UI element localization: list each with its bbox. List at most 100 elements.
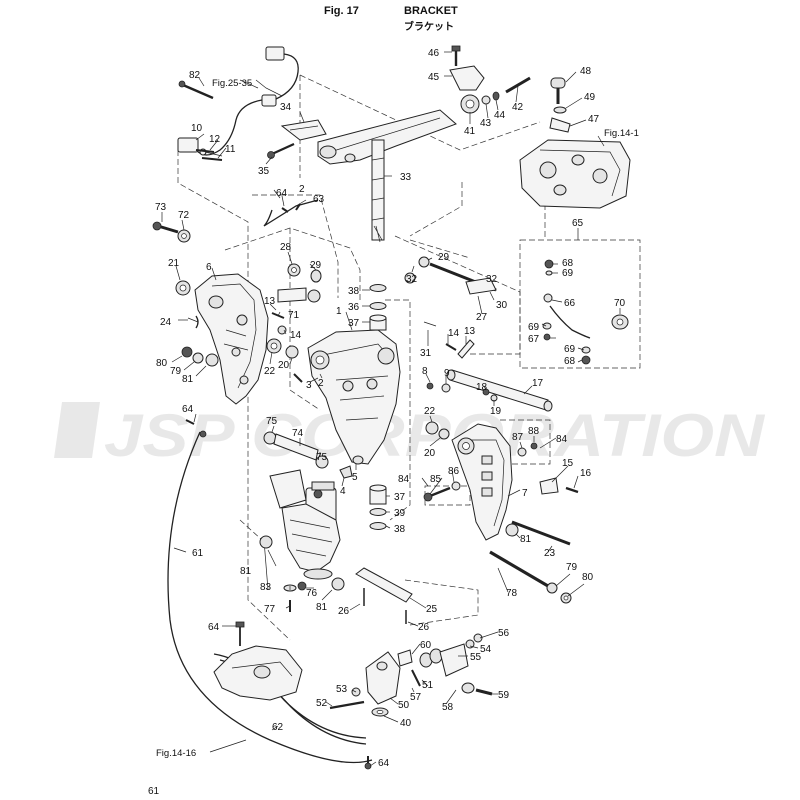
callout-81d: 81 [316,602,328,613]
callout-66: 66 [564,298,576,309]
callout-13: 13 [264,296,276,307]
rod-78-washers-79-80 [489,550,572,604]
tilt-lock-parts [449,45,531,114]
callout-84: 84 [556,434,568,445]
clip-15-bolt-16 [539,477,579,495]
bolt-64-bottom [364,756,372,770]
callout-67: 67 [528,334,540,345]
callout-68b: 68 [564,356,576,367]
pins-13-14-31 [423,321,475,359]
screws-11-12 [195,149,223,161]
bolt-35 [267,142,295,159]
callout-11: 11 [225,144,236,155]
callout-73: 73 [155,202,167,213]
callout-25: 25 [426,604,438,615]
callout-8: 8 [422,366,428,377]
callout-70: 70 [614,298,626,309]
trim-parts-2-63-64 [263,199,319,227]
callout-30: 30 [496,300,508,311]
callout-75: 75 [266,416,278,427]
mount-bracket-fig14-1 [519,139,631,209]
callout-55: 55 [470,652,482,663]
bushings-37-38-39-lower [369,484,387,530]
callout-28: 28 [280,242,292,253]
washers-20-22-right [425,421,450,440]
callout-33: 33 [400,172,412,183]
cable-61 [167,419,373,764]
callout-79: 79 [170,366,182,377]
callout-49: 49 [584,92,596,103]
figure-references: Fig.25-35 Fig.14-1 Fig.14-16 [156,78,639,759]
callout-57: 57 [410,692,422,703]
callout-48: 48 [580,66,592,77]
leader-lines [161,51,621,767]
bushing-21 [175,280,191,296]
callout-64d: 64 [378,758,390,769]
callout-88: 88 [528,426,540,437]
callout-51: 51 [422,680,434,691]
callout-44: 44 [494,110,506,121]
callout-24: 24 [160,317,172,328]
parts-8-9 [426,382,451,393]
bushings-74-75 [263,431,329,469]
callout-26b: 26 [418,622,430,633]
callout-63: 63 [313,194,325,205]
callout-5: 5 [352,472,358,483]
callout-38: 38 [348,286,360,297]
callout-29b: 29 [438,252,450,263]
callout-65: 65 [572,218,584,229]
figure-title: BRACKET [404,5,458,17]
callout-22: 22 [264,366,276,377]
callout-87: 87 [512,432,524,443]
callout-34: 34 [280,102,292,113]
callout-71: 71 [288,310,300,321]
callout-23: 23 [544,548,556,559]
callout-77: 77 [264,604,276,615]
callout-35: 35 [258,166,270,177]
callout-38b: 38 [394,524,406,535]
callout-15: 15 [562,458,574,469]
callout-22b: 22 [424,406,436,417]
power-trim-tilt-unit [263,469,341,591]
callout-61: 61 [192,548,204,559]
bushings-36-37-38-upper [369,284,387,331]
callout-31: 31 [420,348,432,359]
callout-20b: 20 [424,448,436,459]
tilt-tube-17 [446,369,553,412]
callout-10: 10 [191,123,203,134]
callout-45: 45 [428,72,440,83]
callout-labels: 82 10 12 11 34 35 33 64 2 63 73 72 28 29… [155,48,626,769]
callout-26: 26 [338,606,350,617]
watermark-logo: JSP CORPORATION [54,402,766,469]
callout-6: 6 [206,262,212,273]
callout-4: 4 [340,486,346,497]
stern-bracket-left-6 [194,273,269,405]
callout-7: 7 [522,488,528,499]
stern-bracket-right-7 [451,423,513,541]
callout-82: 82 [189,70,201,81]
callout-69: 69 [562,268,574,279]
callout-80: 80 [156,358,168,369]
callout-80b: 80 [582,572,594,583]
washers-20-22-left [266,338,303,383]
callout-42: 42 [512,102,524,113]
figure-number: Fig. 17 [324,5,359,17]
callout-79b: 79 [566,562,578,573]
callout-64: 64 [276,188,288,199]
callout-9: 9 [444,368,450,379]
callout-39: 39 [394,508,406,519]
ref-fig14-1: Fig.14-1 [604,128,639,139]
figure-subtitle: ブラケット [404,22,454,33]
callout-37b: 37 [394,492,406,503]
bushings-79-80-81 [181,346,219,367]
callout-69c: 69 [564,344,576,355]
callout-53: 53 [336,684,348,695]
ref-fig14-16: Fig.14-16 [156,748,196,759]
callout-21: 21 [168,258,180,269]
callout-52: 52 [316,698,328,709]
callout-18: 18 [476,382,488,393]
callout-85: 85 [430,474,442,485]
bolts-84-85-86 [423,481,461,502]
tilt-rod-27-29-30 [404,256,497,295]
grease-nipple-set-65 [542,259,629,365]
